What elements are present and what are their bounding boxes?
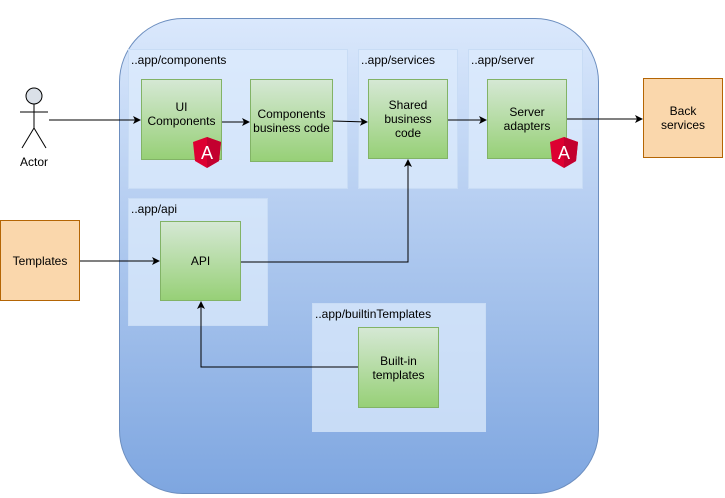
server-adapters-label: Server adapters <box>503 105 551 133</box>
api-node[interactable]: API <box>160 221 241 301</box>
edge-components-shared <box>332 117 368 126</box>
angular-icon: A <box>193 137 221 168</box>
templates-node[interactable]: Templates <box>0 220 80 301</box>
actor-label: Actor <box>19 155 48 169</box>
edge-api-shared <box>241 159 412 263</box>
actor-icon <box>20 87 48 149</box>
region-api-label: ..app/api <box>131 202 178 216</box>
edge-builtin-api <box>197 301 358 368</box>
components-business-node[interactable]: Components business code <box>250 79 333 162</box>
components-business-label: Components business code <box>253 106 330 135</box>
angular-icon-letter: A <box>201 143 213 163</box>
builtin-templates-node[interactable]: Built-in templates <box>358 327 439 408</box>
builtin-templates-label: Built-in templates <box>372 353 425 382</box>
region-server-label: ..app/server <box>471 53 535 67</box>
angular-icon-letter: A <box>558 143 570 163</box>
region-builtin-label: ..app/builtinTemplates <box>315 307 432 321</box>
templates-label: Templates <box>12 253 68 268</box>
back-services-label: Back services <box>660 104 705 132</box>
ui-components-label: UI Components <box>147 99 216 128</box>
angular-icon: A <box>550 137 578 168</box>
back-services-node[interactable]: Back services <box>643 78 723 158</box>
api-label: API <box>190 254 211 268</box>
shared-business-label: Shared business code <box>384 98 432 140</box>
shared-business-node[interactable]: Shared business code <box>368 79 448 159</box>
region-components-label: ..app/components <box>131 53 227 67</box>
region-services-label: ..app/services <box>361 53 436 67</box>
